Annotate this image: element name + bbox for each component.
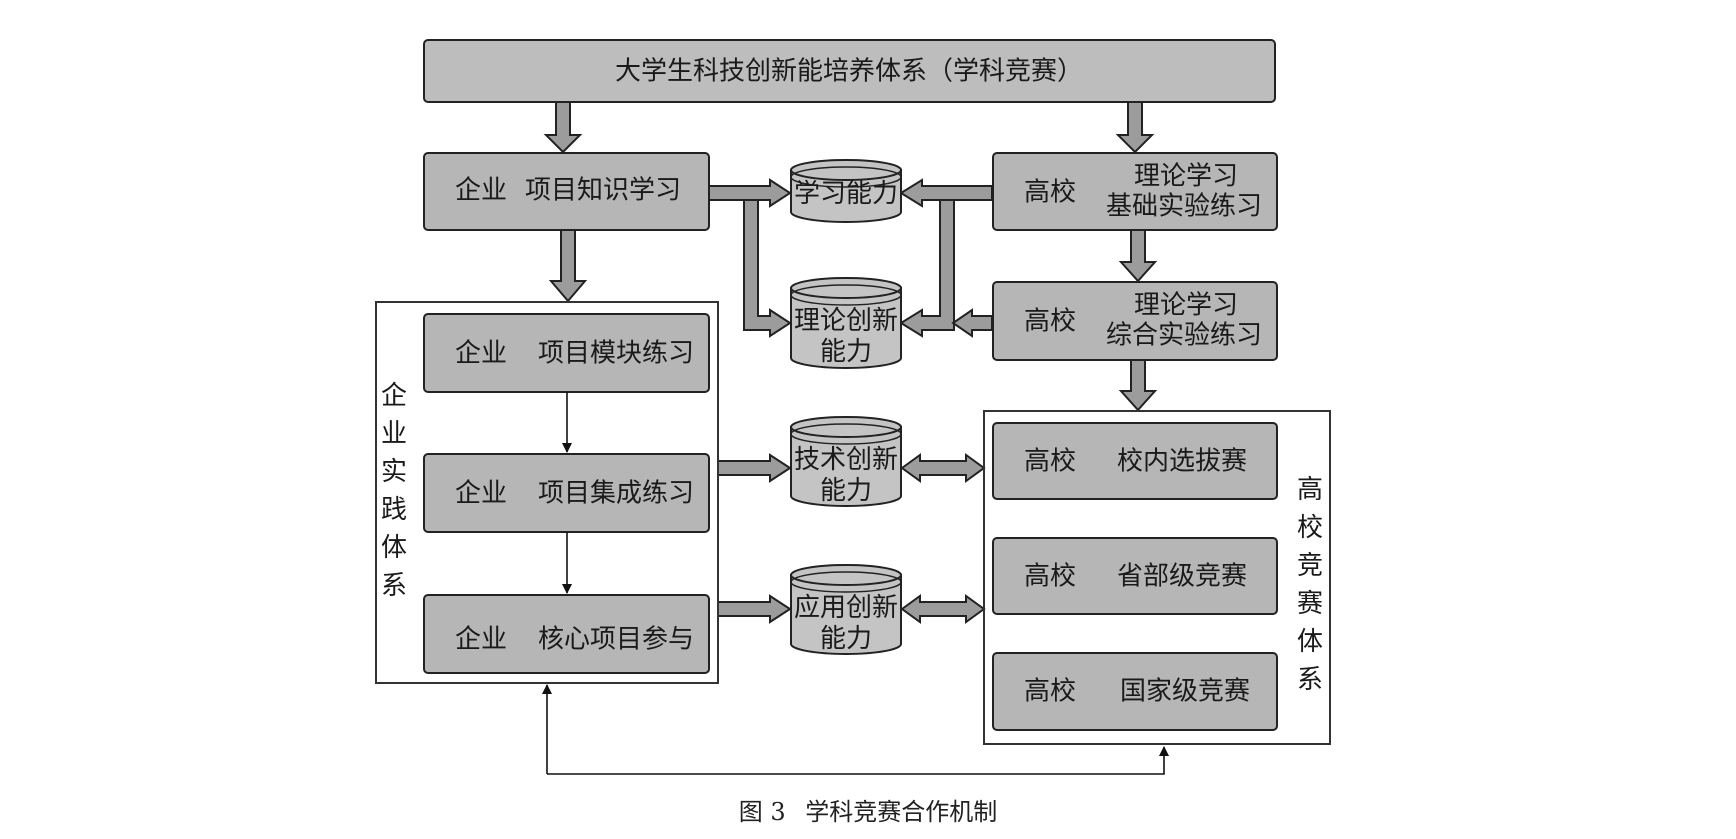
ability-text: 能力 — [820, 337, 872, 367]
ability-text: 学习能力 — [794, 179, 898, 209]
figure-caption: 图 3 学科竞赛合作机制 — [0, 792, 1736, 827]
enterprise-step-text: 核心项目参与 — [538, 625, 694, 655]
enterprise-system-char: 践 — [381, 495, 407, 525]
arrow-basic-to-theory — [899, 199, 955, 338]
ability-text: 能力 — [820, 476, 872, 506]
competition-box: 高校 国家级竞赛 — [992, 652, 1278, 731]
title-text: 大学生科技创新能培养体系（学科竞赛） — [615, 57, 1083, 87]
competition-text: 校内选拔赛 — [1117, 447, 1247, 477]
university-system-char: 竞 — [1297, 551, 1323, 581]
enterprise-system-label: 企 业 实 践 体 系 — [381, 381, 407, 601]
feedback-line — [547, 746, 1169, 775]
ability-text: 技术创新 — [794, 445, 898, 475]
university-system-char: 校 — [1297, 513, 1323, 543]
arrow-practice-to-technical — [717, 453, 792, 483]
ability-cylinder-theory: 理论创新 能力 — [790, 277, 902, 369]
university-basic-box: 高校 理论学习 基础实验练习 — [992, 152, 1278, 231]
ability-text: 理论创新 — [794, 306, 898, 336]
enterprise-system-char: 体 — [381, 533, 407, 563]
competition-box: 高校 省部级竞赛 — [992, 537, 1278, 615]
enterprise-practice-frame: 企 业 实 践 体 系 — [375, 301, 719, 684]
figure-title: 学科竞赛合作机制 — [805, 798, 998, 826]
ability-cylinder-learning: 学习能力 — [790, 159, 902, 223]
enterprise-step-box: 企业 核心项目参与 — [423, 594, 710, 674]
university-basic-line2: 基础实验练习 — [1106, 192, 1262, 222]
enterprise-system-char: 业 — [381, 419, 407, 449]
enterprise-knowledge-label: 企业 — [455, 176, 507, 206]
arrow-knowledge-to-practice — [548, 229, 588, 303]
university-system-char: 系 — [1297, 665, 1323, 695]
enterprise-system-char: 实 — [381, 457, 407, 487]
arrow-basic-to-comprehensive — [1118, 229, 1158, 283]
arrow-title-to-enterprise — [543, 101, 583, 154]
enterprise-step-label: 企业 — [455, 339, 507, 369]
arrow-comprehensive-to-theory — [951, 308, 993, 338]
university-comprehensive-box: 高校 理论学习 综合实验练习 — [992, 281, 1278, 361]
ability-text: 应用创新 — [794, 593, 898, 623]
arrow-knowledge-to-theory — [743, 199, 792, 338]
enterprise-step-text: 项目模块练习 — [538, 339, 694, 369]
enterprise-step-box: 企业 项目集成练习 — [423, 453, 710, 533]
enterprise-step-label: 企业 — [455, 479, 507, 509]
ability-cylinder-technical: 技术创新 能力 — [790, 416, 902, 507]
ability-text: 能力 — [820, 624, 872, 654]
enterprise-system-char: 企 — [381, 381, 407, 411]
university-system-char: 体 — [1297, 627, 1323, 657]
arrow-knowledge-to-learning — [708, 178, 792, 208]
university-comprehensive-line1: 理论学习 — [1134, 291, 1238, 321]
university-comprehensive-label: 高校 — [1024, 307, 1076, 337]
competition-label: 高校 — [1024, 677, 1076, 707]
competition-text: 国家级竞赛 — [1120, 677, 1250, 707]
arrow-basic-to-learning — [899, 178, 993, 208]
enterprise-step-text: 项目集成练习 — [538, 479, 694, 509]
arrow-application-competitions — [900, 594, 986, 624]
enterprise-knowledge-box: 企业 项目知识学习 — [423, 152, 710, 231]
enterprise-step-label: 企业 — [455, 625, 507, 655]
university-competition-frame: 高 校 竞 赛 体 系 — [983, 410, 1331, 745]
title-box: 大学生科技创新能培养体系（学科竞赛） — [423, 39, 1276, 103]
competition-label: 高校 — [1024, 562, 1076, 592]
university-comprehensive-line2: 综合实验练习 — [1106, 321, 1262, 351]
university-system-label: 高 校 竞 赛 体 系 — [1297, 475, 1323, 695]
block-arrows — [543, 101, 1158, 624]
competition-label: 高校 — [1024, 447, 1076, 477]
thin-arrows — [542, 392, 1169, 775]
competition-box: 高校 校内选拔赛 — [992, 422, 1278, 500]
university-system-char: 高 — [1297, 475, 1323, 505]
enterprise-system-char: 系 — [381, 571, 407, 601]
arrow-technical-competitions — [900, 453, 986, 483]
enterprise-step-box: 企业 项目模块练习 — [423, 313, 710, 393]
enterprise-knowledge-text: 项目知识学习 — [525, 176, 681, 206]
arrow-practice-to-application — [717, 594, 792, 624]
figure-number: 图 3 — [738, 798, 786, 826]
university-basic-label: 高校 — [1024, 178, 1076, 208]
arrow-title-to-university — [1115, 101, 1155, 154]
ability-cylinder-application: 应用创新 能力 — [790, 564, 902, 655]
university-system-char: 赛 — [1297, 589, 1323, 619]
university-basic-line1: 理论学习 — [1134, 162, 1238, 192]
competition-text: 省部级竞赛 — [1117, 562, 1247, 592]
arrow-comprehensive-to-competitions — [1118, 359, 1158, 412]
